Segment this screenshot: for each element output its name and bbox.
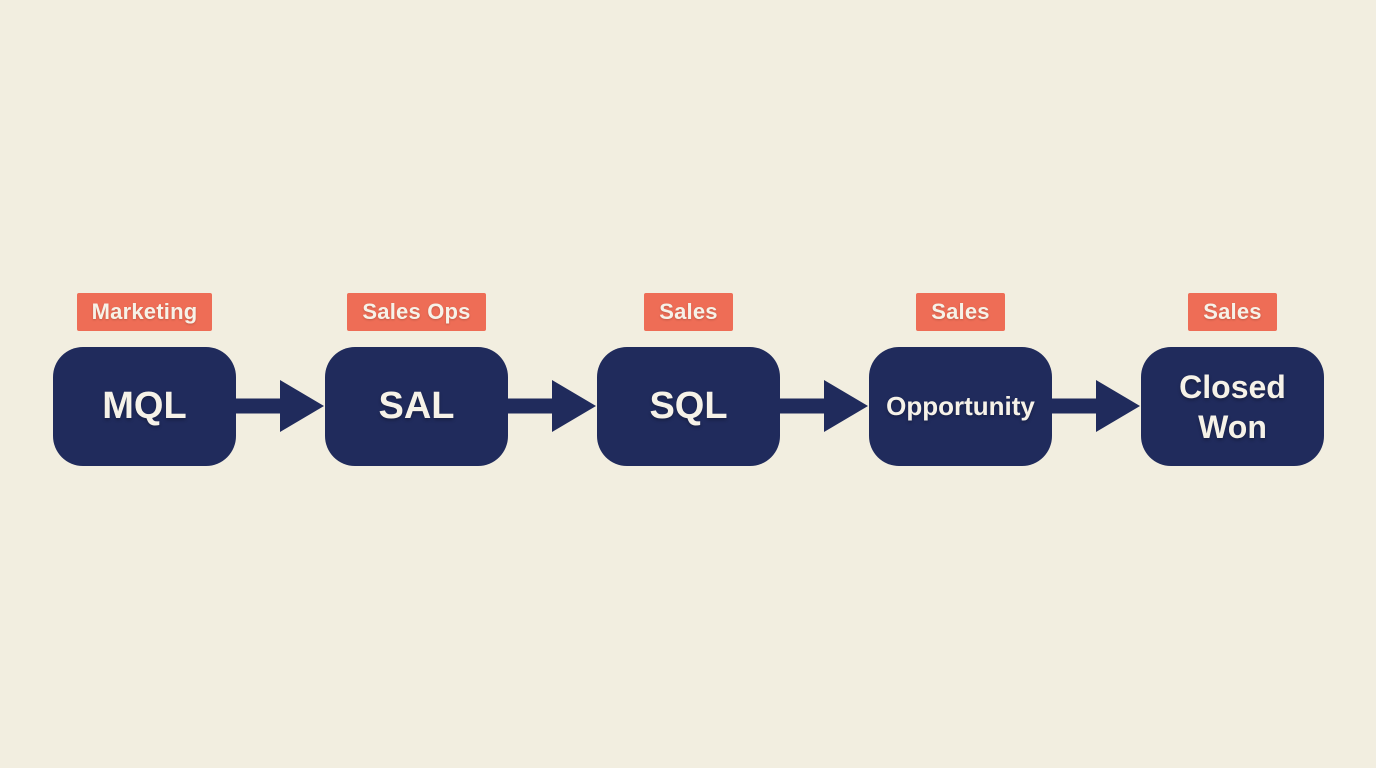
owner-tag-label: Marketing (91, 299, 198, 324)
stage-mql: Marketing MQL (53, 293, 236, 466)
stage-sql: Sales SQL (597, 293, 780, 466)
stage-box-label: Opportunity (886, 391, 1035, 422)
flow-arrow-icon (780, 380, 868, 432)
stage-box-label: Closed Won (1179, 368, 1286, 445)
flow-arrow-icon (1052, 380, 1140, 432)
owner-tag-label: Sales (659, 299, 718, 324)
stage-box-mql: MQL (53, 347, 236, 466)
flow-arrow-icon (236, 380, 324, 432)
stage-sal: Sales Ops SAL (325, 293, 508, 466)
stage-box-label: SQL (649, 384, 728, 427)
flow-row: Marketing MQL Sales Ops SAL Sales (53, 293, 1324, 466)
owner-tag-marketing: Marketing (76, 293, 213, 331)
stage-opportunity: Sales Opportunity (869, 293, 1052, 466)
stage-box-sql: SQL (597, 347, 780, 466)
owner-tag-sales: Sales (644, 293, 733, 331)
stage-box-sal: SAL (325, 347, 508, 466)
owner-tag-sales-ops: Sales Ops (347, 293, 486, 331)
stage-closed-won: Sales Closed Won (1141, 293, 1324, 466)
owner-tag-sales: Sales (1188, 293, 1277, 331)
owner-tag-label: Sales (931, 299, 990, 324)
stage-box-label: MQL (102, 384, 187, 427)
owner-tag-label: Sales (1203, 299, 1262, 324)
stage-box-label: SAL (378, 384, 455, 427)
stage-box-opportunity: Opportunity (869, 347, 1052, 466)
owner-tag-label: Sales Ops (362, 299, 471, 324)
flow-arrow-icon (508, 380, 596, 432)
stage-box-closed-won: Closed Won (1141, 347, 1324, 466)
owner-tag-sales: Sales (916, 293, 1005, 331)
